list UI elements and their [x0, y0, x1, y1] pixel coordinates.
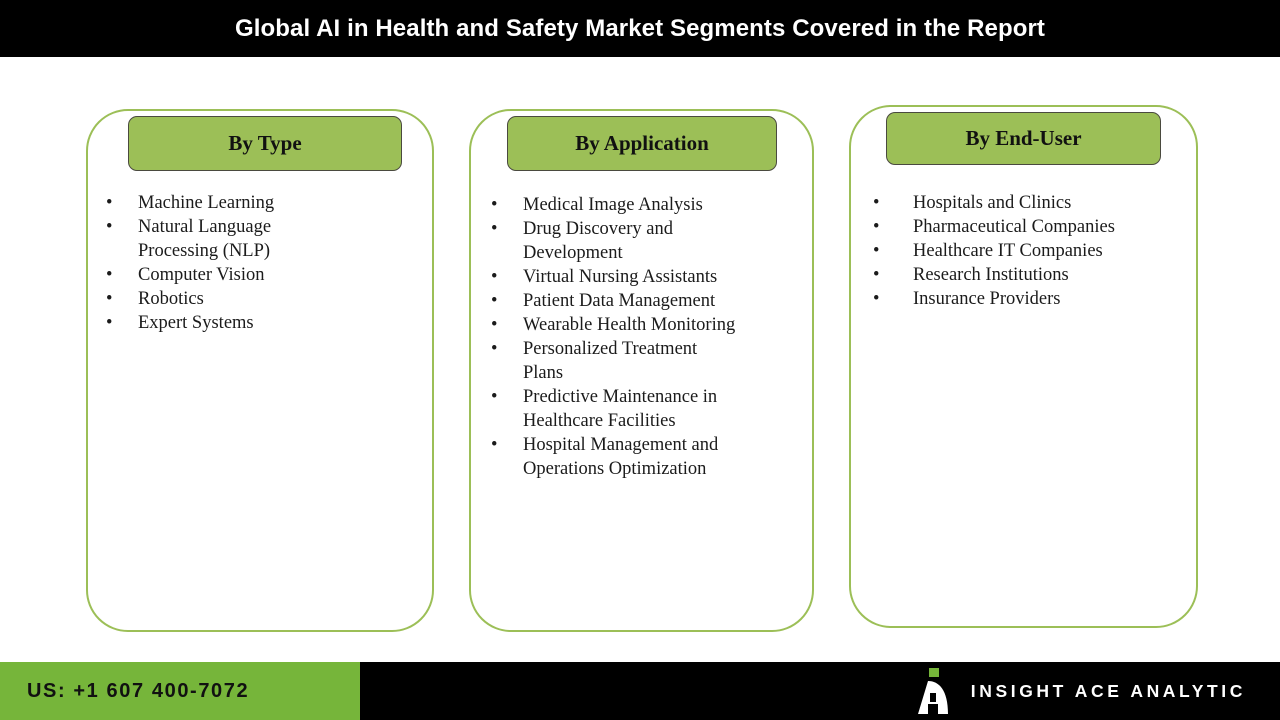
segments-board: By Type • Machine Learning • Natural Lan…: [0, 57, 1280, 662]
list-item-label: Personalized Treatment Plans: [523, 339, 698, 383]
list-item: • Computer Vision: [96, 263, 358, 287]
bullet-icon: •: [491, 219, 498, 239]
segment-header-label: By End-User: [965, 126, 1082, 150]
page-title: Global AI in Health and Safety Market Se…: [234, 14, 1046, 42]
segment-by-type: By Type • Machine Learning • Natural Lan…: [86, 57, 434, 662]
list-item: • Hospitals and Clinics: [863, 191, 1178, 215]
list-item-label: Natural Language Processing (NLP): [138, 217, 272, 261]
segment-header-by-type[interactable]: By Type: [128, 116, 402, 171]
list-item: • Machine Learning: [96, 191, 358, 215]
list-item-label: Wearable Health Monitoring: [523, 315, 736, 335]
list-item-label: Healthcare IT Companies: [913, 241, 1103, 261]
segment-by-end-user: By End-User • Hospitals and Clinics • Ph…: [849, 57, 1198, 662]
segment-list-by-application: • Medical Image Analysis • Drug Discover…: [481, 193, 801, 481]
list-item: • Medical Image Analysis: [481, 193, 773, 217]
bullet-icon: •: [873, 265, 880, 285]
footer-phone-number[interactable]: US: +1 607 400-7072: [27, 679, 250, 702]
list-item: • Drug Discovery and Development: [481, 217, 703, 265]
segment-header-by-end-user[interactable]: By End-User: [886, 112, 1161, 165]
bullet-icon: •: [491, 435, 498, 455]
bullet-icon: •: [106, 265, 113, 285]
bullet-icon: •: [106, 289, 113, 309]
segment-card-by-application: [469, 109, 814, 632]
list-item: • Personalized Treatment Plans: [481, 337, 738, 385]
segment-header-label: By Type: [228, 131, 302, 155]
footer-phone-block: US: +1 607 400-7072: [0, 662, 360, 720]
bullet-icon: •: [873, 217, 880, 237]
segment-card-by-end-user: [849, 105, 1198, 628]
bullet-icon: •: [491, 291, 498, 311]
list-item-label: Research Institutions: [913, 265, 1069, 285]
list-item-label: Virtual Nursing Assistants: [523, 267, 718, 287]
list-item-label: Expert Systems: [138, 313, 254, 333]
list-item: • Patient Data Management: [481, 289, 773, 313]
bullet-icon: •: [873, 193, 880, 213]
segment-by-application: By Application • Medical Image Analysis …: [469, 57, 814, 662]
bullet-icon: •: [106, 193, 113, 213]
bullet-icon: •: [106, 313, 113, 333]
list-item: • Hospital Management and Operations Opt…: [481, 433, 761, 481]
segment-header-label: By Application: [575, 131, 709, 155]
list-item-label: Machine Learning: [138, 193, 275, 213]
bullet-icon: •: [491, 195, 498, 215]
insight-ace-a-mark-icon: [915, 668, 955, 714]
list-item-label: Pharmaceutical Companies: [913, 217, 1115, 237]
list-item-label: Predictive Maintenance in Healthcare Fac…: [523, 387, 718, 431]
list-item-label: Computer Vision: [138, 265, 265, 285]
list-item-label: Hospitals and Clinics: [913, 193, 1072, 213]
list-item: • Robotics: [96, 287, 358, 311]
list-item-label: Medical Image Analysis: [523, 195, 703, 215]
bullet-icon: •: [491, 315, 498, 335]
list-item: • Research Institutions: [863, 263, 1178, 287]
brand-name-label: INSIGHT ACE ANALYTIC: [970, 680, 1246, 701]
segment-card-by-type: [86, 109, 434, 632]
list-item: • Virtual Nursing Assistants: [481, 265, 773, 289]
list-item: • Insurance Providers: [863, 287, 1178, 311]
list-item-label: Robotics: [138, 289, 204, 309]
list-item-label: Insurance Providers: [913, 289, 1061, 309]
list-item: • Expert Systems: [96, 311, 358, 335]
list-item: • Predictive Maintenance in Healthcare F…: [481, 385, 758, 433]
list-item: • Natural Language Processing (NLP): [96, 215, 323, 263]
bullet-icon: •: [491, 267, 498, 287]
title-bar: Global AI in Health and Safety Market Se…: [0, 0, 1280, 57]
segment-header-by-application[interactable]: By Application: [507, 116, 777, 171]
segment-list-by-end-user: • Hospitals and Clinics • Pharmaceutical…: [863, 191, 1193, 311]
list-item: • Pharmaceutical Companies: [863, 215, 1178, 239]
list-item: • Healthcare IT Companies: [863, 239, 1178, 263]
bullet-icon: •: [491, 387, 498, 407]
footer-bar: US: +1 607 400-7072 INSIGHT ACE ANALYTIC: [0, 662, 1280, 720]
bullet-icon: •: [491, 339, 498, 359]
segment-list-by-type: • Machine Learning • Natural Language Pr…: [96, 191, 426, 335]
list-item-label: Drug Discovery and Development: [523, 219, 674, 263]
bullet-icon: •: [873, 289, 880, 309]
bullet-icon: •: [106, 217, 113, 237]
bullet-icon: •: [873, 241, 880, 261]
footer-brand[interactable]: INSIGHT ACE ANALYTIC: [915, 662, 1246, 720]
list-item: • Wearable Health Monitoring: [481, 313, 779, 337]
list-item-label: Hospital Management and Operations Optim…: [523, 435, 719, 479]
list-item-label: Patient Data Management: [523, 291, 716, 311]
